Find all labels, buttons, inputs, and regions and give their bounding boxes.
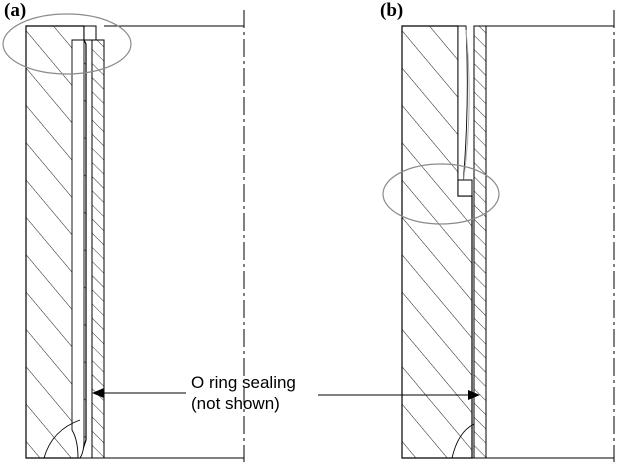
panel-a-cavity: [71, 39, 85, 459]
panel-a-top-notch: [83, 25, 97, 41]
panel-a-highlight-ellipse: [2, 13, 132, 75]
panel-a-label: (a): [4, 0, 27, 21]
panel-a-bottom-curve: [43, 419, 81, 459]
panel-b: [382, 10, 615, 462]
panel-b-bottom-curve: [451, 423, 475, 459]
arrowhead-b: [468, 390, 480, 400]
arrowhead-a: [92, 388, 104, 398]
panel-b-step: [457, 179, 473, 197]
panel-a: [2, 10, 245, 462]
annotation-arrows: [92, 388, 480, 400]
panel-b-seal-channel: [457, 25, 468, 197]
o-ring-annotation: O ring sealing (not shown): [191, 372, 296, 414]
annotation-line-2: (not shown): [191, 394, 280, 413]
panel-b-highlight-ellipse: [382, 163, 500, 225]
panel-b-inner-liner: [473, 25, 487, 459]
panel-b-label: (b): [380, 0, 404, 21]
panel-b-seal-curve: [461, 29, 470, 193]
annotation-line-1: O ring sealing: [191, 373, 296, 392]
